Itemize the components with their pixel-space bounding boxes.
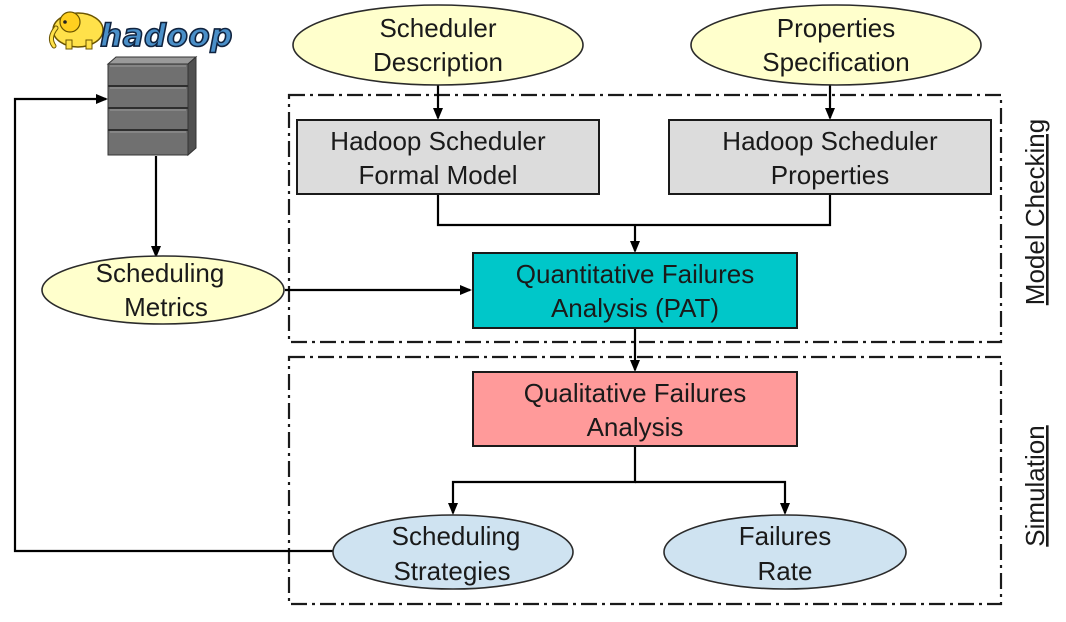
hadoop-logo-text: hadoop (100, 18, 233, 54)
model-checking-region (287, 93, 1003, 344)
simulation-label: Simulation (1020, 425, 1050, 546)
formal-model-line-2: Formal Model (359, 160, 518, 190)
connectors (13, 85, 835, 553)
simulation-region (287, 355, 1003, 606)
scheduling-strategies-node: Scheduling Strategies (332, 514, 574, 590)
qualitative-analysis-line-2: Analysis (587, 412, 684, 442)
split-qualitative-right (635, 480, 790, 515)
split-qualitative (448, 446, 637, 515)
properties-specification-node: Properties Specification (690, 4, 982, 86)
scheduler-description-line-1: Scheduler (379, 13, 496, 43)
scheduling-strategies-line-2: Strategies (393, 556, 510, 586)
failures-rate-line-2: Rate (758, 556, 813, 586)
quantitative-analysis-node: Quantitative Failures Analysis (PAT) (472, 252, 798, 329)
scheduler-properties-node: Hadoop Scheduler Properties (668, 119, 992, 195)
server-rack-icon (106, 55, 198, 157)
scheduler-description-node: Scheduler Description (292, 4, 584, 86)
hadoop-elephant-icon (48, 11, 104, 50)
properties-specification-line-2: Specification (762, 47, 909, 77)
scheduling-metrics-line-2: Metrics (124, 292, 208, 322)
failures-rate-node: Failures Rate (663, 514, 907, 590)
scheduler-properties-line-1: Hadoop Scheduler (722, 126, 938, 156)
formal-model-line-1: Hadoop Scheduler (330, 126, 546, 156)
hadoop-logo: hadoop (48, 11, 233, 55)
join-model-properties (436, 194, 832, 227)
failures-rate-line-1: Failures (739, 521, 831, 551)
formal-model-node: Hadoop Scheduler Formal Model (296, 119, 600, 195)
scheduling-strategies-line-1: Scheduling (392, 521, 521, 551)
scheduler-properties-line-2: Properties (771, 160, 890, 190)
qualitative-analysis-node: Qualitative Failures Analysis (472, 371, 798, 447)
qualitative-analysis-line-1: Qualitative Failures (524, 378, 747, 408)
scheduling-metrics-node: Scheduling Metrics (41, 255, 285, 325)
scheduling-metrics-line-1: Scheduling (96, 258, 225, 288)
feedback-strategies-to-server (13, 94, 333, 553)
quantitative-analysis-line-1: Quantitative Failures (516, 259, 754, 289)
scheduler-description-line-2: Description (373, 47, 503, 77)
model-checking-label: Model Checking (1020, 119, 1050, 305)
properties-specification-line-1: Properties (777, 13, 896, 43)
quantitative-analysis-line-2: Analysis (PAT) (551, 293, 719, 323)
